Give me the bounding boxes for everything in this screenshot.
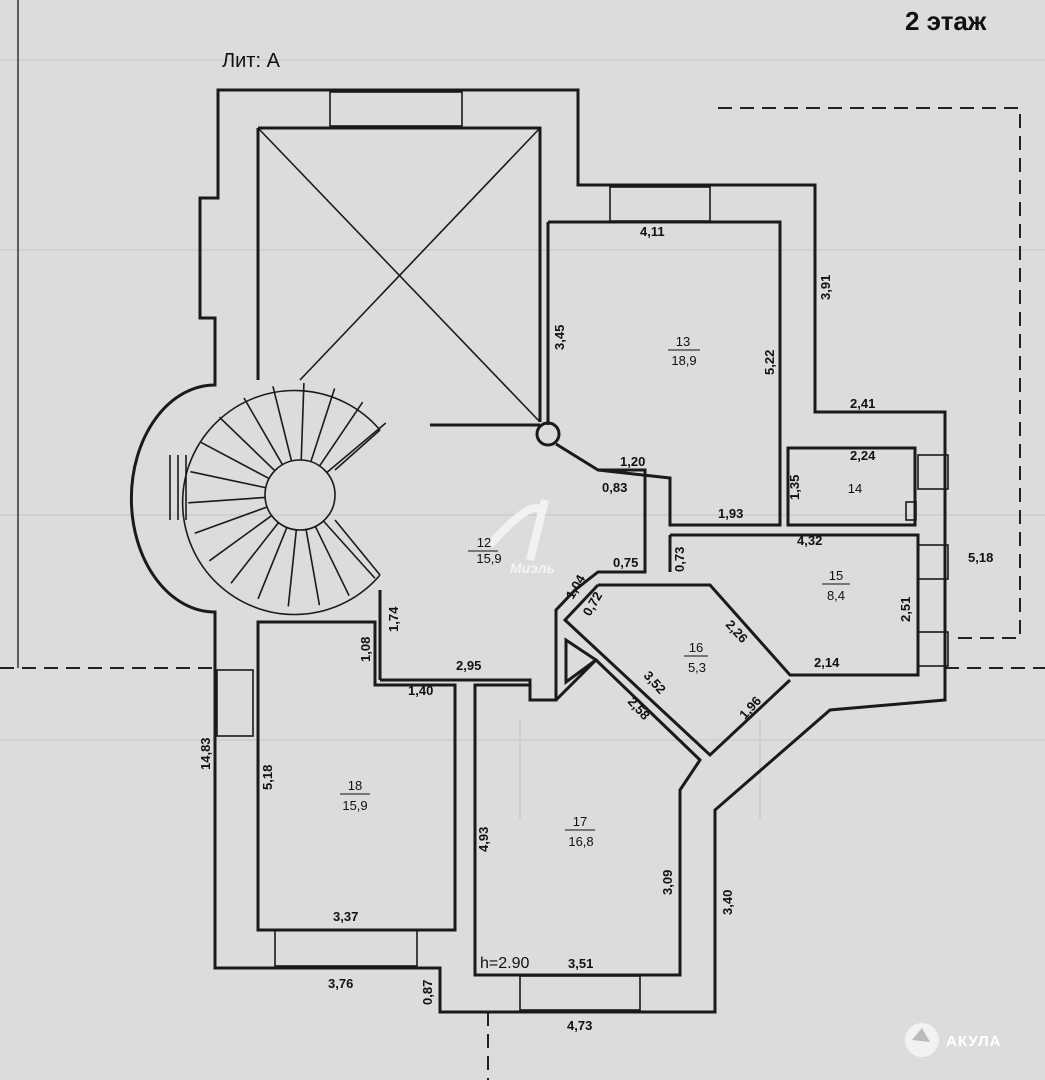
- svg-text:17: 17: [573, 814, 587, 829]
- stair-tread: [318, 401, 364, 467]
- svg-text:12: 12: [477, 535, 491, 550]
- svg-text:8,4: 8,4: [827, 588, 845, 603]
- room-15-walls: [598, 533, 920, 677]
- svg-text:5,3: 5,3: [688, 660, 706, 675]
- room-13-label: 13 18,9: [668, 334, 700, 368]
- svg-text:2,26: 2,26: [723, 617, 751, 646]
- svg-text:1,74: 1,74: [386, 606, 401, 632]
- room-15-label: 158,4: [822, 568, 850, 603]
- svg-text:18: 18: [348, 778, 362, 793]
- svg-text:АКУЛА: АКУЛА: [946, 1033, 1001, 1050]
- room-16-walls: [562, 583, 792, 758]
- closet: [564, 637, 599, 685]
- outer-wall: [129, 88, 947, 1014]
- svg-text:3,09: 3,09: [660, 870, 675, 895]
- svg-text:2,41: 2,41: [850, 396, 875, 411]
- svg-text:3,51: 3,51: [568, 956, 593, 971]
- terrace-outline: [718, 107, 1021, 639]
- svg-text:0,83: 0,83: [602, 480, 627, 495]
- vent: [905, 501, 917, 521]
- svg-text:3,37: 3,37: [333, 909, 358, 924]
- akula-logo: АКУЛА: [905, 1023, 1001, 1057]
- svg-text:4,93: 4,93: [476, 827, 491, 852]
- svg-text:5,18: 5,18: [260, 765, 275, 790]
- stair-tread: [230, 522, 280, 584]
- svg-text:15,9: 15,9: [342, 798, 367, 813]
- svg-text:14: 14: [848, 481, 862, 496]
- floor-title: 2 этаж: [905, 6, 987, 36]
- svg-text:16: 16: [689, 640, 703, 655]
- building-letter: Лит: А: [222, 50, 281, 72]
- spiral-staircase: [169, 383, 387, 616]
- stair-tread: [310, 388, 336, 462]
- svg-text:5,18: 5,18: [968, 550, 993, 565]
- stair-tread: [300, 383, 305, 461]
- stair-tread: [243, 397, 284, 466]
- svg-text:13: 13: [676, 334, 690, 349]
- svg-text:0,72: 0,72: [580, 589, 606, 618]
- stair-tread: [326, 422, 387, 474]
- svg-text:16,8: 16,8: [568, 834, 593, 849]
- stair-tread: [305, 529, 321, 606]
- stair-tread: [272, 386, 293, 462]
- stair-tread: [218, 416, 276, 472]
- room-14-label: 14: [848, 481, 862, 496]
- stair-tread: [200, 441, 270, 480]
- svg-text:0,75: 0,75: [613, 555, 638, 570]
- svg-text:1,93: 1,93: [718, 506, 743, 521]
- stair-tread: [194, 506, 268, 535]
- shark-icon: [912, 1028, 930, 1042]
- room-18-walls: [256, 620, 457, 932]
- svg-text:1,08: 1,08: [358, 637, 373, 662]
- room-17-walls: [473, 657, 702, 977]
- svg-text:15,9: 15,9: [476, 551, 501, 566]
- svg-text:3,91: 3,91: [818, 275, 833, 300]
- mizel-watermark: Миэль: [487, 499, 555, 576]
- svg-text:1,35: 1,35: [787, 475, 802, 500]
- room-17-label: 17 16,8: [565, 814, 595, 849]
- svg-text:1,20: 1,20: [620, 454, 645, 469]
- svg-text:18,9: 18,9: [671, 353, 696, 368]
- svg-text:3,45: 3,45: [552, 325, 567, 350]
- svg-text:3,40: 3,40: [720, 890, 735, 915]
- stair-tread: [190, 470, 266, 489]
- stair-tread: [314, 526, 350, 597]
- svg-text:2,51: 2,51: [898, 597, 913, 622]
- dimension-labels: 4,11 3,91 3,45 5,22 2,41 2,24 1,35 1,20 …: [198, 224, 993, 1033]
- room-16-label: 165,3: [684, 640, 708, 675]
- svg-text:0,87: 0,87: [420, 980, 435, 1005]
- stair-tread: [208, 514, 273, 562]
- svg-text:2,14: 2,14: [814, 655, 840, 670]
- stair-tread: [322, 520, 376, 579]
- void-diagonal: [299, 127, 541, 381]
- room-18-label: 18 15,9: [340, 778, 370, 813]
- room-14-walls: [786, 446, 917, 527]
- svg-text:4,32: 4,32: [797, 533, 822, 548]
- svg-text:1,40: 1,40: [408, 683, 433, 698]
- svg-text:14,83: 14,83: [198, 737, 213, 770]
- svg-text:4,73: 4,73: [567, 1018, 592, 1033]
- svg-text:4,11: 4,11: [640, 224, 665, 239]
- ceiling-height: h=2.90: [480, 955, 529, 972]
- column: [535, 421, 561, 447]
- stair-tread: [188, 496, 266, 504]
- stair-tread: [287, 529, 298, 607]
- svg-text:Миэль: Миэль: [510, 560, 555, 576]
- windows: [216, 91, 949, 1011]
- svg-text:2,95: 2,95: [456, 658, 481, 673]
- svg-text:15: 15: [829, 568, 843, 583]
- svg-text:0,73: 0,73: [672, 547, 687, 572]
- svg-text:3,76: 3,76: [328, 976, 353, 991]
- room-13-walls: [546, 220, 782, 527]
- stair-tread: [257, 527, 288, 600]
- svg-text:5,22: 5,22: [762, 350, 777, 375]
- svg-text:1,96: 1,96: [736, 693, 764, 722]
- svg-text:2,24: 2,24: [850, 448, 876, 463]
